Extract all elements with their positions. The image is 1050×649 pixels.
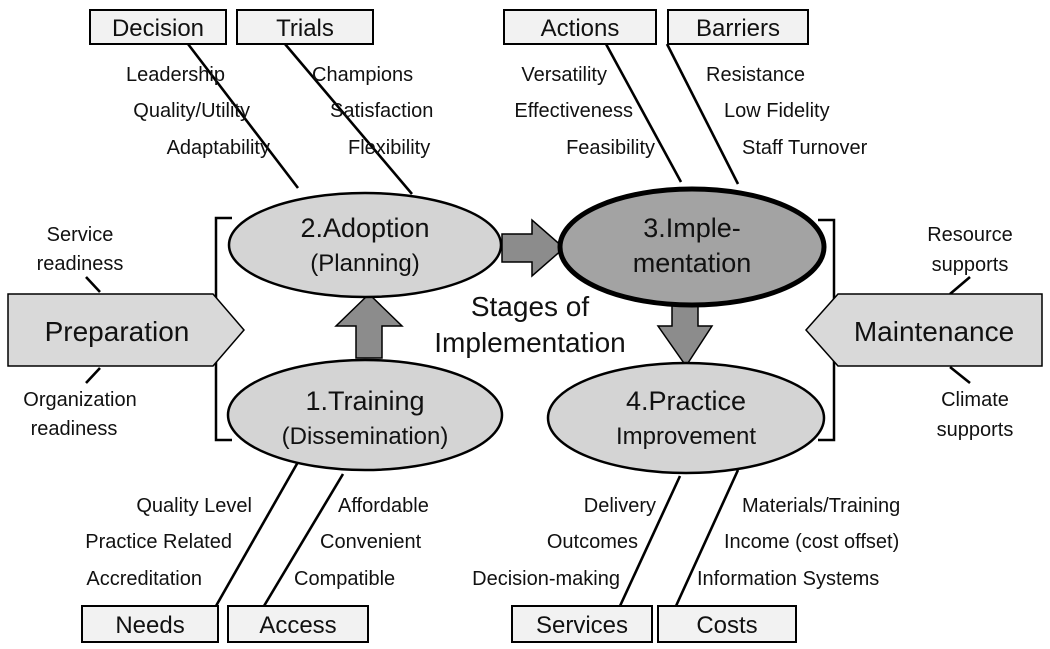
- factor-item: Income (cost offset): [724, 531, 899, 553]
- maintenance-label: Maintenance: [854, 316, 1014, 347]
- services-line: [618, 475, 682, 607]
- needs-box-label: Needs: [115, 612, 184, 639]
- bottom-boxes: Needs Access Services Costs: [81, 605, 797, 643]
- implementation-stage: 3.Imple- mentation: [557, 186, 827, 308]
- factor-item: Convenient: [320, 531, 422, 553]
- access-box: Access: [227, 605, 369, 643]
- adoption-to-implementation-arrow: [501, 218, 566, 278]
- center-title-line-2: Implementation: [434, 327, 625, 358]
- maintenance-block: Maintenance: [804, 293, 1043, 367]
- costs-box-label: Costs: [696, 612, 757, 639]
- factor-item: Delivery: [584, 495, 656, 517]
- factor-item: Materials/Training: [742, 495, 900, 517]
- adoption-title: 2.Adoption: [300, 213, 429, 243]
- practice-subtitle: Improvement: [616, 423, 756, 450]
- decision-box-label: Decision: [112, 15, 204, 42]
- factor-item: Accreditation: [86, 568, 202, 590]
- needs-factors: Quality Level Practice Related Accredita…: [85, 495, 252, 590]
- climate-supports-label-1: Climate: [941, 389, 1009, 411]
- access-factors: Affordable Convenient Compatible: [294, 495, 429, 590]
- actions-line: [604, 43, 683, 183]
- needs-line: [214, 461, 300, 607]
- services-factors: Delivery Outcomes Decision-making: [472, 495, 656, 590]
- factor-item: Outcomes: [547, 531, 638, 553]
- implementation-title-1: 3.Imple-: [643, 213, 741, 243]
- factor-item: Versatility: [521, 64, 607, 86]
- factor-item: Staff Turnover: [742, 137, 868, 159]
- services-box: Services: [511, 605, 653, 643]
- factor-item: Effectiveness: [514, 100, 633, 122]
- resource-supports-label-1: Resource: [927, 224, 1013, 246]
- training-to-adoption-arrow: [334, 292, 404, 359]
- needs-box: Needs: [81, 605, 219, 643]
- costs-box: Costs: [657, 605, 797, 643]
- factor-item: Satisfaction: [330, 100, 433, 122]
- actions-box-label: Actions: [541, 15, 620, 42]
- costs-line: [674, 469, 740, 607]
- connector-lines: [85, 43, 971, 607]
- factor-item: Practice Related: [85, 531, 232, 553]
- access-box-label: Access: [259, 612, 336, 639]
- factor-item: Leadership: [126, 64, 225, 86]
- center-title-line-1: Stages of: [471, 291, 590, 322]
- resource-supports-line: [949, 276, 971, 295]
- preparation-block: Preparation: [7, 293, 245, 367]
- trials-box-label: Trials: [276, 15, 334, 42]
- costs-factors: Materials/Training Income (cost offset) …: [697, 495, 900, 590]
- organization-readiness-line: [85, 367, 101, 384]
- trials-factors: Champions Satisfaction Flexibility: [312, 64, 433, 159]
- factor-item: Low Fidelity: [724, 100, 830, 122]
- service-readiness-line: [85, 276, 101, 293]
- training-title: 1.Training: [305, 386, 424, 416]
- training-subtitle: (Dissemination): [282, 423, 449, 450]
- preparation-label: Preparation: [45, 316, 190, 347]
- top-boxes: Decision Trials Actions Barriers: [89, 9, 809, 45]
- practice-stage: 4.Practice Improvement: [546, 361, 826, 475]
- access-line: [262, 473, 345, 607]
- factor-item: Champions: [312, 64, 413, 86]
- factor-item: Compatible: [294, 568, 395, 590]
- climate-supports-label-2: supports: [937, 419, 1014, 441]
- barriers-box: Barriers: [667, 9, 809, 45]
- service-readiness-label-2: readiness: [37, 253, 124, 275]
- adoption-stage: 2.Adoption (Planning): [227, 191, 503, 299]
- service-readiness-label-1: Service: [47, 224, 114, 246]
- implementation-title-2: mentation: [633, 248, 752, 278]
- organization-readiness-label-1: Organization: [23, 389, 136, 411]
- factor-item: Decision-making: [472, 568, 620, 590]
- trials-line: [284, 43, 413, 195]
- services-box-label: Services: [536, 612, 628, 639]
- factor-item: Quality/Utility: [133, 100, 250, 122]
- factor-item: Affordable: [338, 495, 429, 517]
- resource-supports-label-2: supports: [932, 254, 1009, 276]
- adoption-subtitle: (Planning): [310, 250, 419, 277]
- actions-box: Actions: [503, 9, 657, 45]
- decision-line: [186, 43, 300, 189]
- barriers-box-label: Barriers: [696, 15, 780, 42]
- actions-factors: Versatility Effectiveness Feasibility: [514, 64, 655, 159]
- factor-item: Information Systems: [697, 568, 879, 590]
- implementation-to-practice-arrow: [656, 303, 714, 368]
- factor-item: Adaptability: [167, 137, 270, 159]
- organization-readiness-label-2: readiness: [31, 418, 118, 440]
- decision-factors: Leadership Quality/Utility Adaptability: [126, 64, 270, 159]
- trials-box: Trials: [236, 9, 374, 45]
- factor-item: Resistance: [706, 64, 805, 86]
- barriers-factors: Resistance Low Fidelity Staff Turnover: [706, 64, 868, 159]
- factor-item: Quality Level: [136, 495, 252, 517]
- practice-title: 4.Practice: [626, 386, 746, 416]
- factor-item: Flexibility: [348, 137, 430, 159]
- decision-box: Decision: [89, 9, 227, 45]
- training-stage: 1.Training (Dissemination): [226, 358, 504, 472]
- factor-item: Feasibility: [566, 137, 655, 159]
- barriers-line: [665, 43, 740, 185]
- climate-supports-line: [949, 365, 971, 385]
